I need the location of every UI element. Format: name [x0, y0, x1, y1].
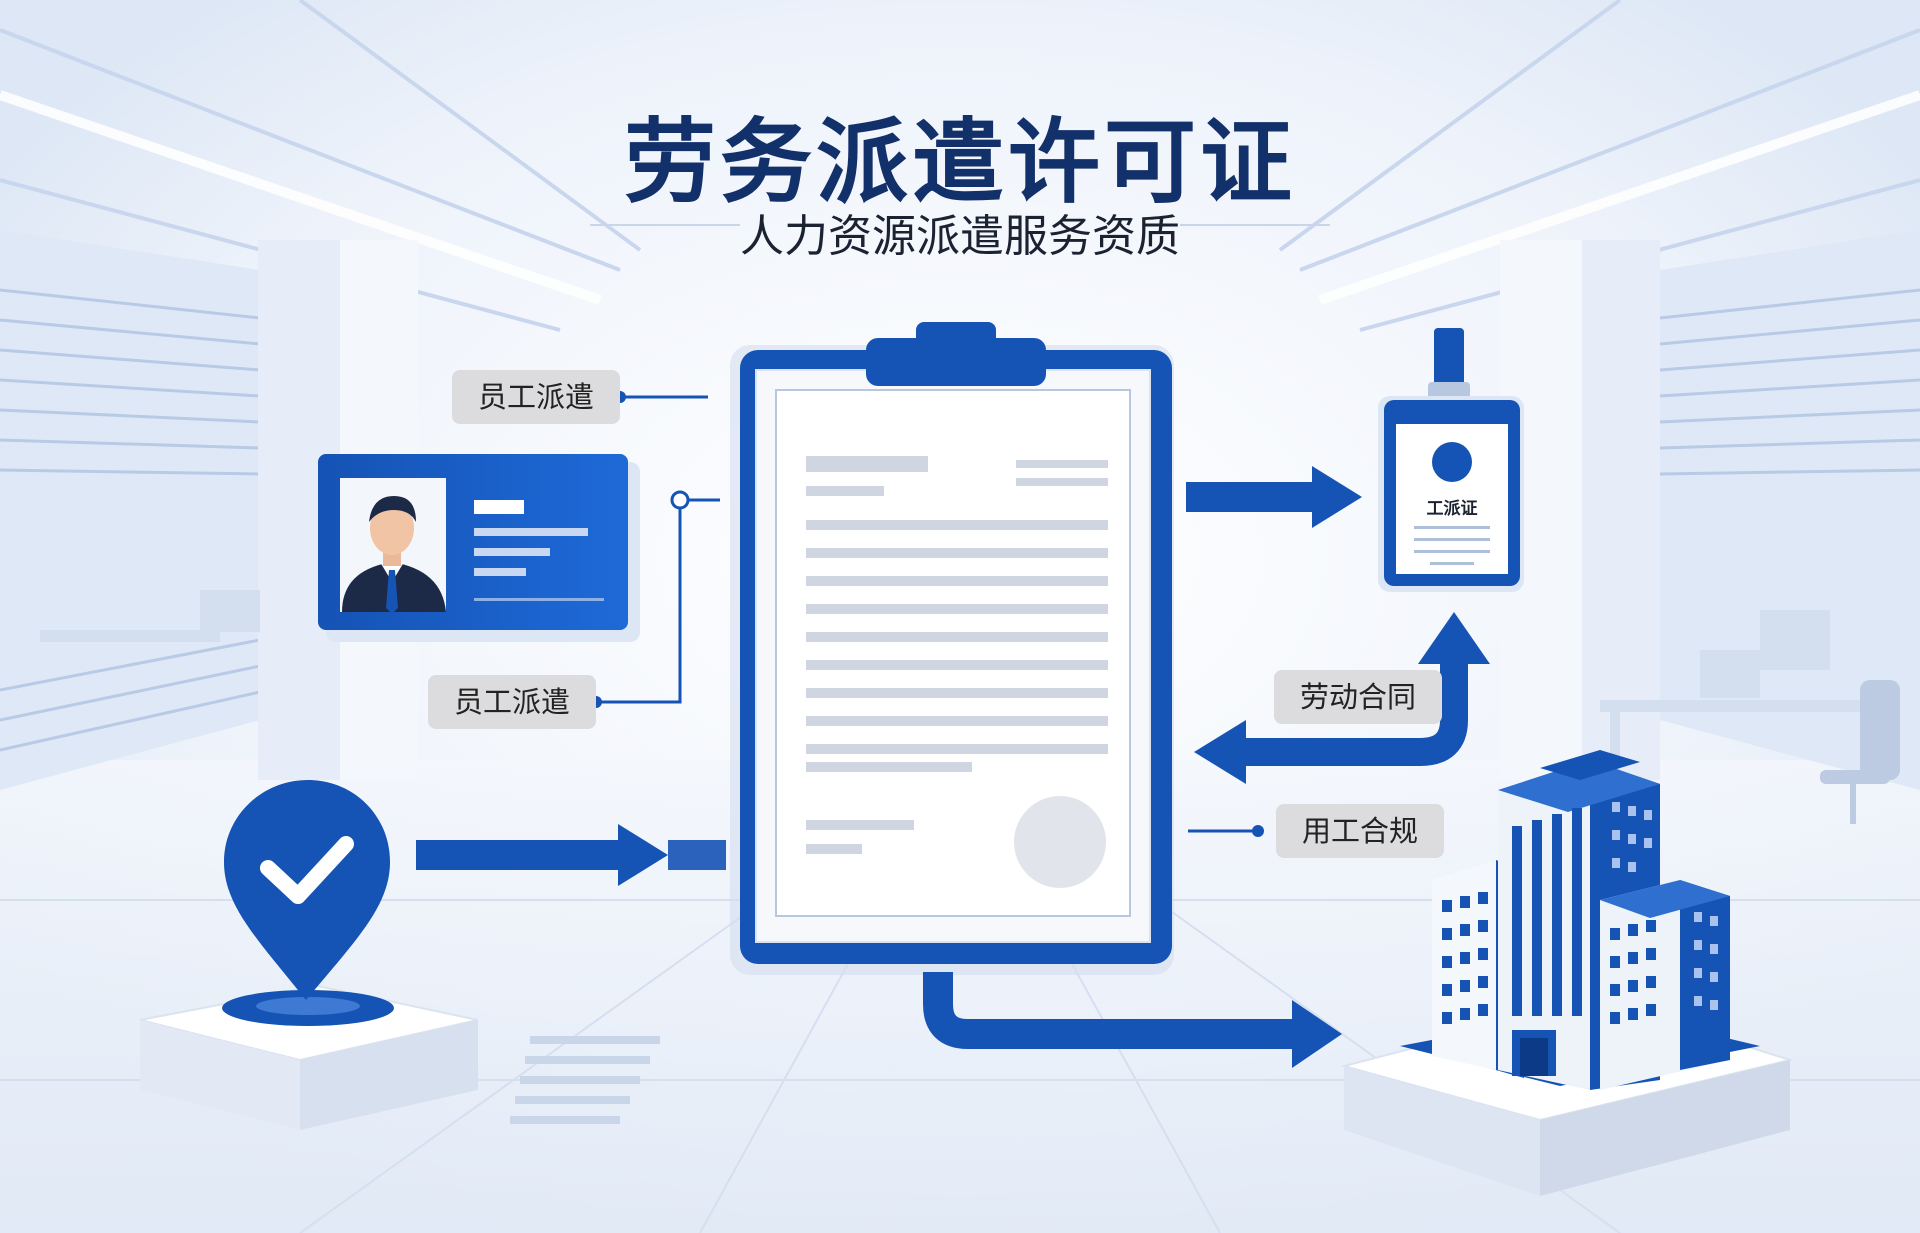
- employee-badge-icon: 工派证: [1378, 328, 1524, 592]
- id-card-icon: [318, 454, 640, 642]
- location-check-icon: [139, 780, 479, 1130]
- connector-lines: [596, 395, 1258, 833]
- label-labor-contract: 劳动合同: [1274, 670, 1443, 724]
- label-employee-dispatch-bottom: 员工派遣: [428, 675, 597, 729]
- arrow-to-badge: [1186, 466, 1362, 528]
- employee-avatar-icon: [342, 496, 446, 614]
- label-employee-dispatch-top: 员工派遣: [452, 370, 621, 424]
- clipboard-document-icon: [730, 322, 1174, 975]
- page-title: 劳务派遣许可证: [623, 109, 1296, 216]
- badge-title: 工派证: [1427, 499, 1478, 519]
- label-employment-compliance: 用工合规: [1276, 804, 1445, 858]
- arrow-to-building: [923, 972, 1342, 1068]
- subtitle-divider-left: [590, 224, 740, 226]
- arrow-contract-loop: [1194, 612, 1490, 784]
- page-subtitle: 人力资源派遣服务资质: [740, 211, 1180, 262]
- subtitle-divider-right: [1180, 224, 1330, 226]
- office-building-icon: [1340, 750, 1794, 1196]
- arrow-from-location: [416, 824, 726, 886]
